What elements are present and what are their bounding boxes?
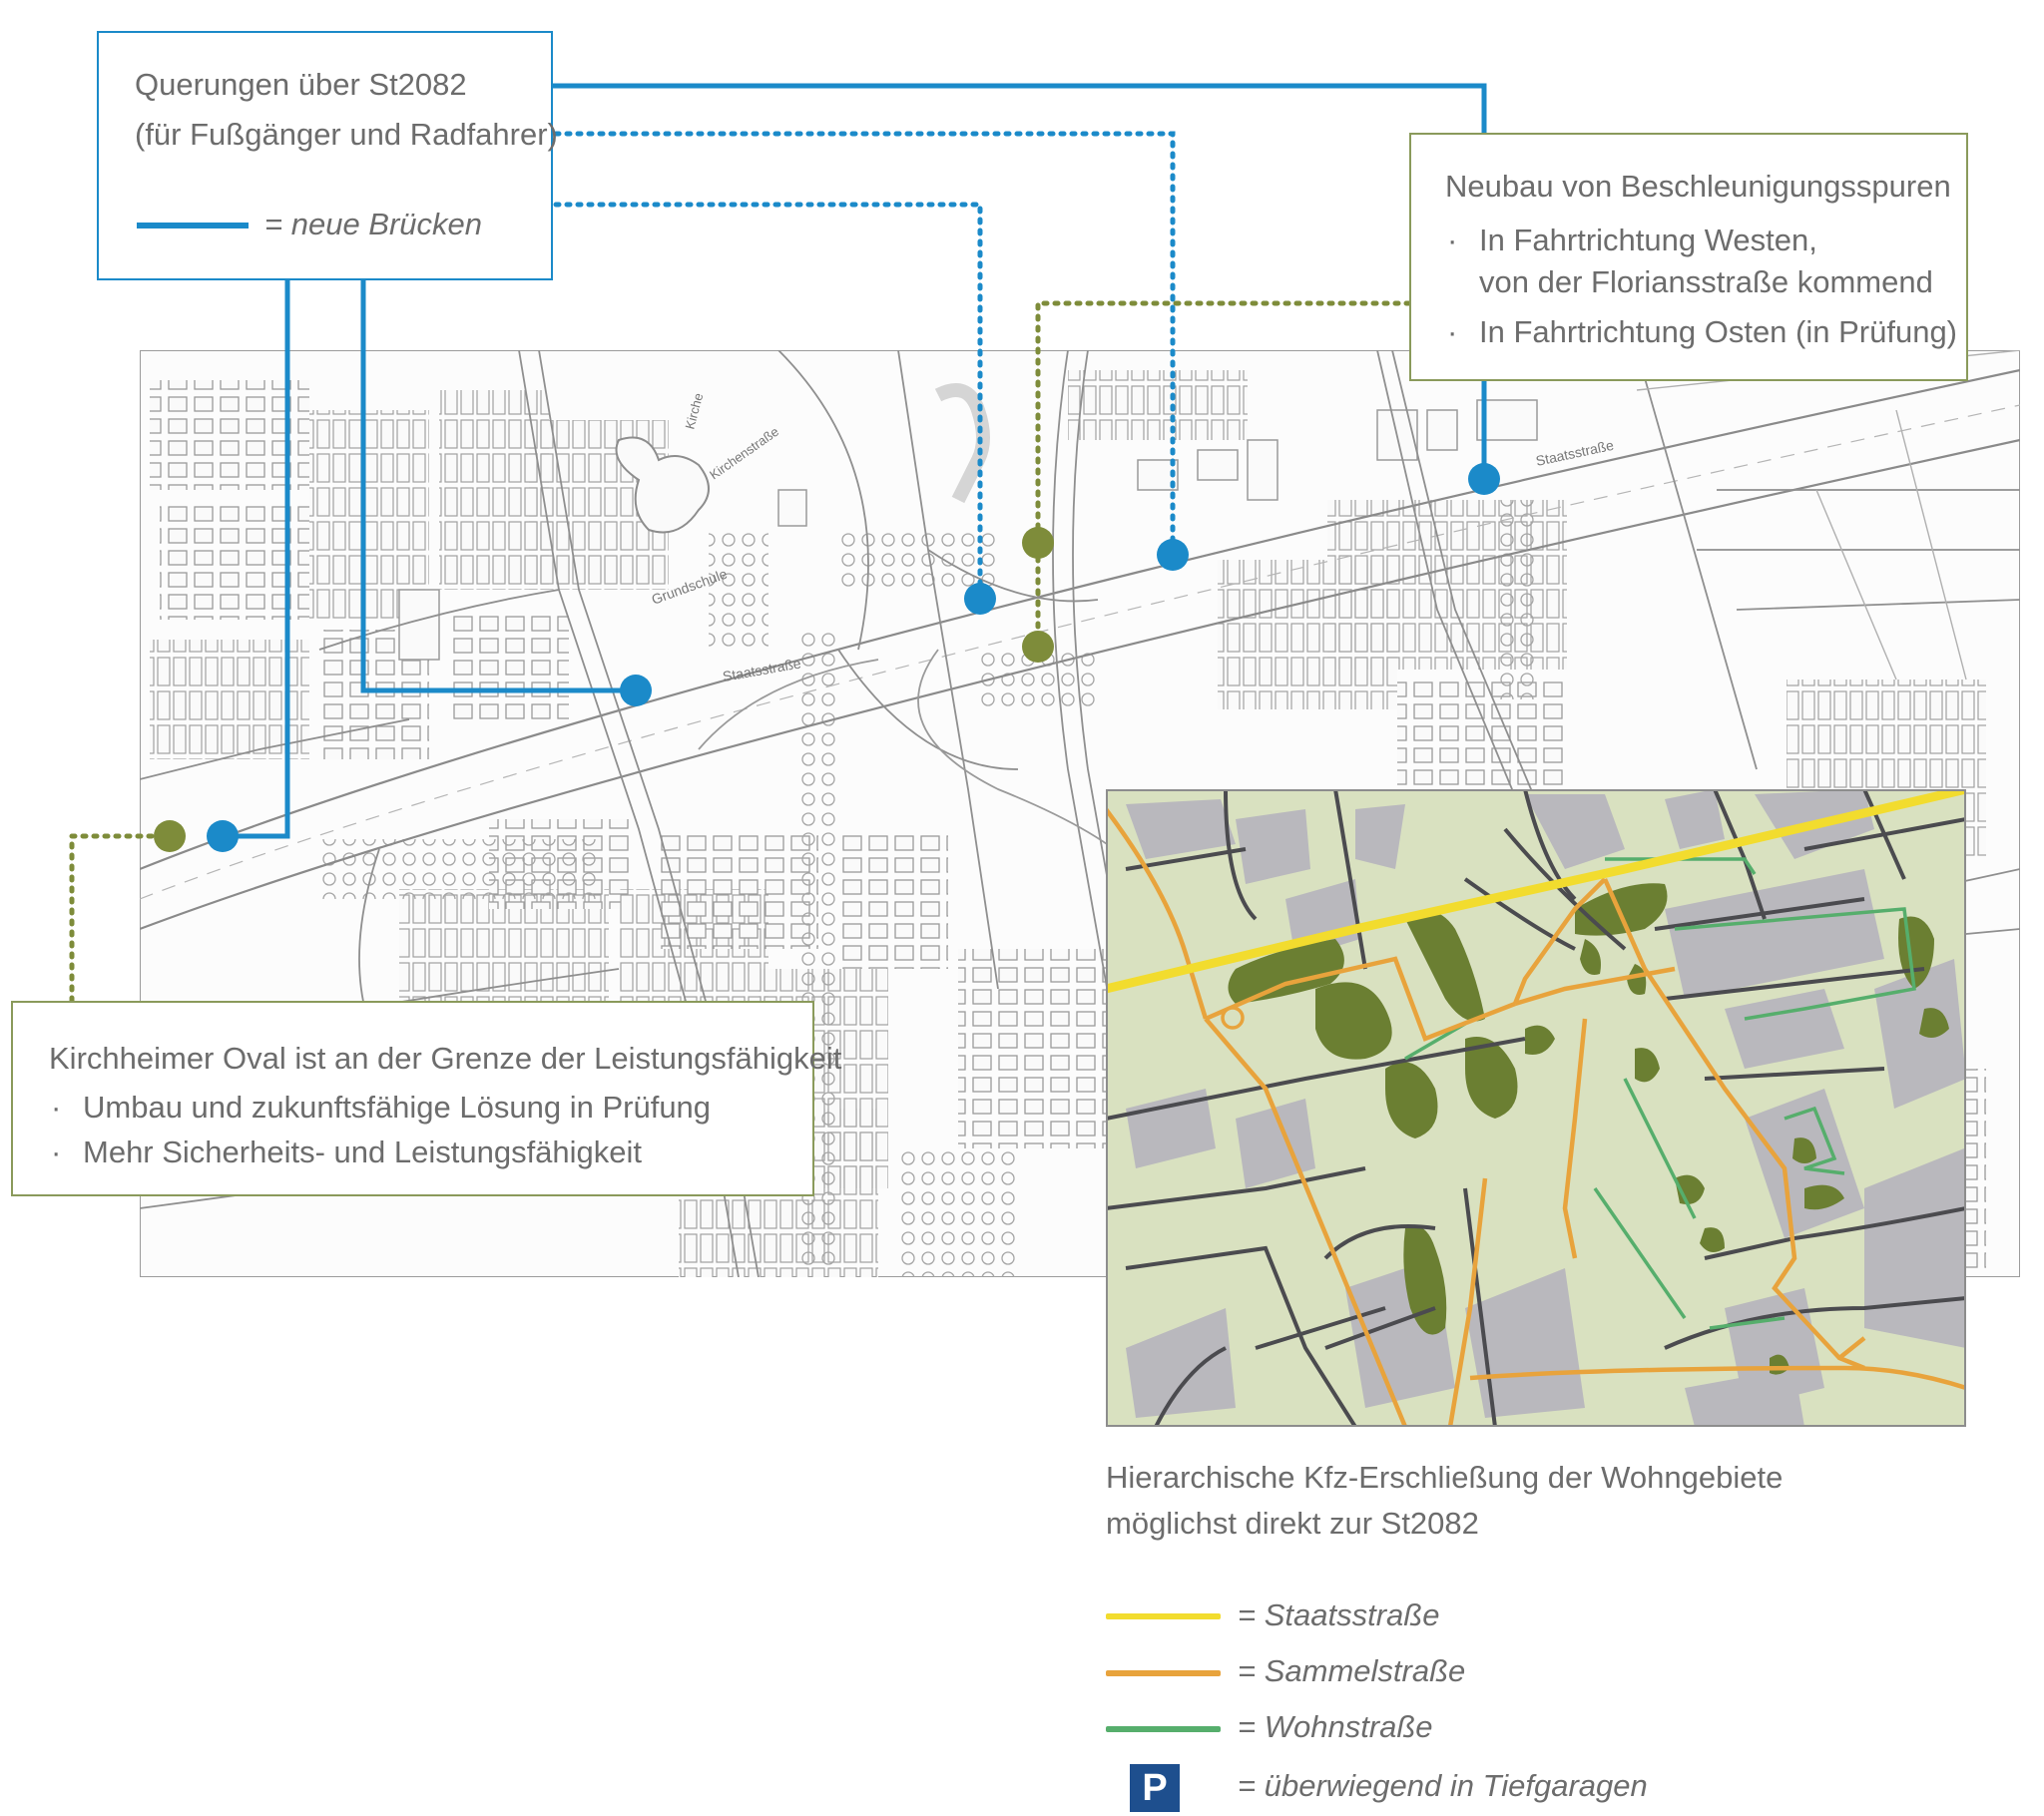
acceleration-lanes-callout: Neubau von Beschleunigungsspuren · In Fa… xyxy=(1409,133,1968,381)
green-connectors xyxy=(69,300,1412,1004)
staatsstrasse-legend-icon xyxy=(1106,1613,1221,1619)
legend-label-parking: = überwiegend in Tiefgaragen xyxy=(1238,1768,1648,1803)
oval-item-redesign: Umbau und zukunftsfähige Lösung in Prüfu… xyxy=(83,1090,712,1125)
acceleration-lane-marker xyxy=(1022,631,1054,663)
inset-staatsstrasse xyxy=(1106,789,1966,994)
acceleration-item-west-detail: von der Floriansstraße kommend xyxy=(1479,264,1933,299)
oval-marker xyxy=(154,820,186,852)
crossings-callout: Querungen über St2082 (für Fußgänger und… xyxy=(97,31,558,280)
legend-label-staatsstrasse: = Staatsstraße xyxy=(1238,1597,1440,1632)
housing-block xyxy=(150,640,309,759)
crossing-connector-line xyxy=(553,202,983,602)
tree-cluster xyxy=(709,530,768,650)
housing-block xyxy=(958,949,1108,1148)
housing-block xyxy=(1068,370,1248,440)
st2082-edge xyxy=(140,368,2020,871)
tree-cluster xyxy=(838,530,998,590)
sammelstrasse-legend-icon xyxy=(1106,1670,1221,1676)
bridge-connector-line xyxy=(223,279,290,839)
inset-local-roads xyxy=(1106,789,1966,1427)
bullet-marker: · xyxy=(1447,223,1458,257)
legend-label-sammelstrasse: = Sammelstraße xyxy=(1238,1653,1466,1688)
oval-item-safety: Mehr Sicherheits- und Leistungsfähigkeit xyxy=(83,1135,643,1169)
map-content: Staatsstraße Staatsstraße Grundschule Ki… xyxy=(140,350,2020,1277)
housing-block xyxy=(150,380,309,490)
school-building xyxy=(615,436,710,534)
crossing-marker xyxy=(1157,539,1189,571)
tree-avenue xyxy=(1497,500,1537,699)
oval-title: Kirchheimer Oval ist an der Grenze der L… xyxy=(49,1041,842,1076)
tree-cluster xyxy=(319,839,599,899)
bullet-marker: · xyxy=(51,1090,62,1125)
inset-caption-line1: Hierarchische Kfz-Erschließung der Wohng… xyxy=(1106,1460,1784,1495)
acceleration-item-east: In Fahrtrichtung Osten (in Prüfung) xyxy=(1479,314,1958,349)
housing-block xyxy=(838,829,948,969)
acceleration-connector-line xyxy=(1035,300,1412,650)
housing-block xyxy=(309,410,429,620)
new-bridge-legend-label: = neue Brücken xyxy=(264,207,483,241)
inset-frame xyxy=(1106,789,1966,1427)
new-bridge-legend-line-icon xyxy=(137,223,249,228)
bridge-marker xyxy=(1468,463,1500,495)
oval-connector-line xyxy=(69,833,173,1004)
bullet-marker: · xyxy=(1447,314,1458,349)
acceleration-title: Neubau von Beschleunigungsspuren xyxy=(1445,169,1951,204)
legend-label-wohnstrasse: = Wohnstraße xyxy=(1238,1709,1433,1744)
map-markers xyxy=(154,463,1500,852)
inset-map xyxy=(1106,789,1966,1427)
inset-parks xyxy=(1228,883,1949,1375)
inset-sammelstrasse xyxy=(1106,807,1966,1427)
acceleration-lane-marker xyxy=(1022,527,1054,559)
access-road xyxy=(698,659,879,750)
inset-caption-line2: möglichst direkt zur St2082 xyxy=(1106,1506,1479,1541)
crossing-connectors xyxy=(553,131,1176,602)
bullet-marker: · xyxy=(51,1135,62,1169)
bridge-marker xyxy=(207,820,239,852)
access-road xyxy=(917,649,1139,870)
crossings-subtitle: (für Fußgänger und Radfahrer) xyxy=(135,117,558,152)
curved-building xyxy=(934,383,990,504)
inset-roundabout xyxy=(1221,1006,1245,1030)
housing-block xyxy=(160,500,309,620)
bridge-connector-line xyxy=(360,279,636,693)
oval-callout: Kirchheimer Oval ist an der Grenze der L… xyxy=(11,1001,841,1196)
parking-icon: P xyxy=(1130,1764,1180,1812)
crossing-connector-line xyxy=(553,131,1176,558)
crossings-title: Querungen über St2082 xyxy=(135,67,467,102)
st2082-centerline xyxy=(140,404,2020,900)
bridge-marker xyxy=(620,675,652,706)
bridge-connector-line xyxy=(552,83,1487,479)
wohnstrasse-legend-icon xyxy=(1106,1726,1221,1732)
housing-block xyxy=(449,610,569,719)
tree-cluster xyxy=(898,1148,1018,1277)
housing-block xyxy=(1397,680,1567,789)
st2082-edge xyxy=(140,438,2020,931)
crossing-marker xyxy=(964,583,996,615)
acceleration-item-west: In Fahrtrichtung Westen, xyxy=(1479,223,1817,257)
